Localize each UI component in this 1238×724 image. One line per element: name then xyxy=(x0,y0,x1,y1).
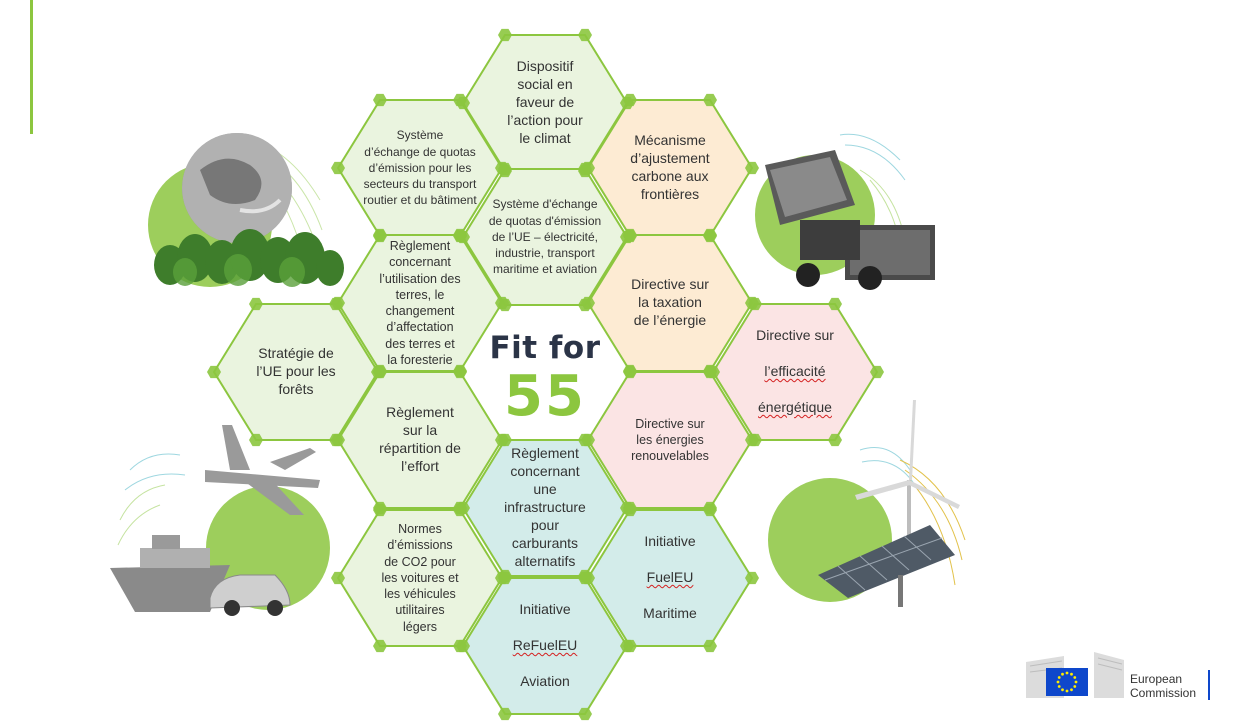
eu-star-icon xyxy=(1057,685,1061,688)
eu-star-icon xyxy=(1070,672,1073,676)
vertex-node xyxy=(373,93,387,107)
eu-star-icon xyxy=(1074,680,1078,684)
vertex-node xyxy=(498,162,512,176)
vertex-node xyxy=(578,162,592,176)
vertex-node xyxy=(249,433,263,447)
eu-star-icon xyxy=(1073,676,1077,679)
vertex-node xyxy=(373,228,387,242)
vertex-node xyxy=(870,365,884,379)
vertex-node xyxy=(703,503,717,517)
vertex-node xyxy=(453,365,467,379)
vertex-node xyxy=(578,707,592,721)
eu-star-icon xyxy=(1065,689,1069,693)
vertex-node xyxy=(828,433,842,447)
container-crane-illustration xyxy=(755,133,935,290)
accent-bar xyxy=(30,0,33,134)
vertex-node xyxy=(703,93,717,107)
logo-line2: Commission xyxy=(1130,686,1197,700)
vertex-node xyxy=(623,228,637,242)
vertex-node xyxy=(498,707,512,721)
vertex-node xyxy=(495,296,509,310)
vertex-node xyxy=(748,297,762,311)
vertex-node xyxy=(373,503,387,517)
renewables-illustration xyxy=(768,400,966,607)
eu-star-icon xyxy=(1065,671,1069,675)
eu-star-icon xyxy=(1070,688,1073,692)
vertex-node xyxy=(249,297,263,311)
vertex-node xyxy=(329,297,343,311)
vertex-node xyxy=(453,228,467,242)
european-commission-logo xyxy=(1026,652,1124,698)
eu-star-icon xyxy=(1056,680,1060,684)
eu-star-icon xyxy=(1073,685,1077,688)
logo-line1: European xyxy=(1130,672,1183,686)
logo-divider xyxy=(1208,670,1210,700)
eu-star-icon xyxy=(1061,672,1064,676)
center-title: Fit for xyxy=(489,330,601,366)
transport-illustration xyxy=(110,425,330,616)
vertex-node xyxy=(703,639,717,653)
vertex-node xyxy=(745,571,759,585)
vertex-node xyxy=(456,639,470,653)
vertex-node xyxy=(331,433,345,447)
vertex-node xyxy=(498,28,512,42)
vertex-node xyxy=(623,503,637,517)
eu-star-icon xyxy=(1061,688,1064,692)
center-number: 55 xyxy=(504,364,586,429)
vertex-node xyxy=(703,365,717,379)
vertex-node xyxy=(828,297,842,311)
vertex-node xyxy=(498,433,512,447)
vertex-node xyxy=(581,296,595,310)
vertex-node xyxy=(578,28,592,42)
vertex-node xyxy=(453,93,467,107)
vertex-node xyxy=(453,503,467,517)
earth-forest-illustration xyxy=(148,133,344,287)
vertex-node xyxy=(623,365,637,379)
vertex-node xyxy=(578,571,592,585)
vertex-node xyxy=(745,161,759,175)
vertex-node xyxy=(623,93,637,107)
eu-star-icon xyxy=(1057,676,1061,679)
vertex-node xyxy=(207,365,221,379)
vertex-node xyxy=(373,639,387,653)
vertex-node xyxy=(578,433,592,447)
vertex-node xyxy=(331,571,345,585)
logo-wordmark: European Commission xyxy=(1130,672,1196,700)
vertex-node xyxy=(373,365,387,379)
vertex-node xyxy=(498,571,512,585)
vertex-node xyxy=(745,433,759,447)
vertex-node xyxy=(620,639,634,653)
vertex-node xyxy=(703,228,717,242)
vertex-node xyxy=(331,161,345,175)
